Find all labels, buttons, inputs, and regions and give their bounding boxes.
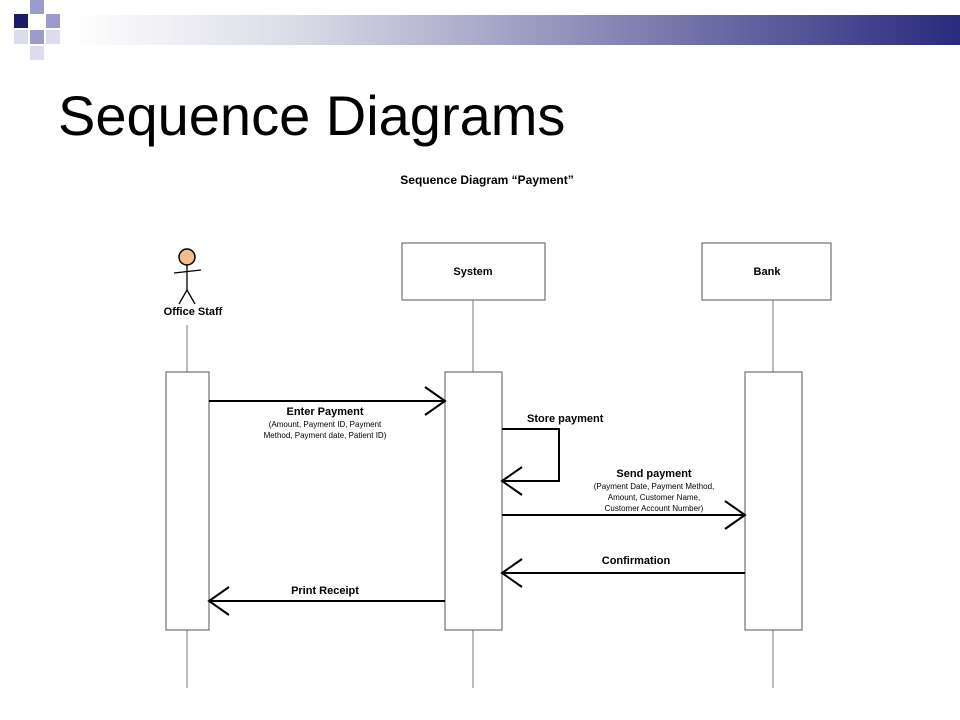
message-enter-payment: Enter Payment (Amount, Payment ID, Payme… [209,386,447,440]
actor-leg-left [178,289,188,305]
message-send-payment: Send payment (Payment Date, Payment Meth… [502,468,747,530]
message-params-send-payment-2: Amount, Customer Name, [608,493,700,502]
message-label-send-payment: Send payment [616,468,692,480]
deco-square [46,30,60,44]
corner-decoration [0,0,75,60]
message-confirmation: Confirmation [500,555,745,588]
message-label-confirmation: Confirmation [602,555,671,567]
deco-square [30,46,44,60]
object-bank: Bank [701,242,832,301]
activation-bar-bank [744,371,803,631]
message-params-enter-payment-2: Method, Payment date, Patient ID) [264,431,387,440]
object-system: System [401,242,546,301]
object-box-system [401,242,546,301]
actor-arms [173,269,202,274]
deco-square [14,14,28,28]
activation-bar-office-staff [165,371,210,631]
deco-square [14,30,28,44]
message-store-payment: Store payment [500,413,604,496]
object-box-bank [701,242,832,301]
message-print-receipt: Print Receipt [207,585,445,616]
activation-bar-system [444,371,503,631]
message-label-enter-payment: Enter Payment [286,406,363,418]
deco-square [30,30,44,44]
message-params-enter-payment-1: (Amount, Payment ID, Payment [269,420,382,429]
actor-leg-right [186,289,196,305]
object-label-system: System [453,266,492,278]
deco-square [30,0,44,14]
message-label-store-payment: Store payment [527,413,604,425]
arrow-store-payment [500,428,560,496]
slide-title: Sequence Diagrams [58,84,566,147]
actor-head [178,248,196,266]
actor-label: Office Staff [164,306,223,318]
diagram-title: Sequence Diagram “Payment” [400,173,573,187]
message-params-send-payment-1: (Payment Date, Payment Method, [594,482,715,491]
message-label-print-receipt: Print Receipt [291,585,359,597]
object-label-bank: Bank [754,266,782,278]
actor-office-staff: Office Staff [164,248,223,318]
message-params-send-payment-3: Customer Account Number) [605,504,704,513]
title-gradient-bar [70,15,960,45]
deco-square [46,14,60,28]
